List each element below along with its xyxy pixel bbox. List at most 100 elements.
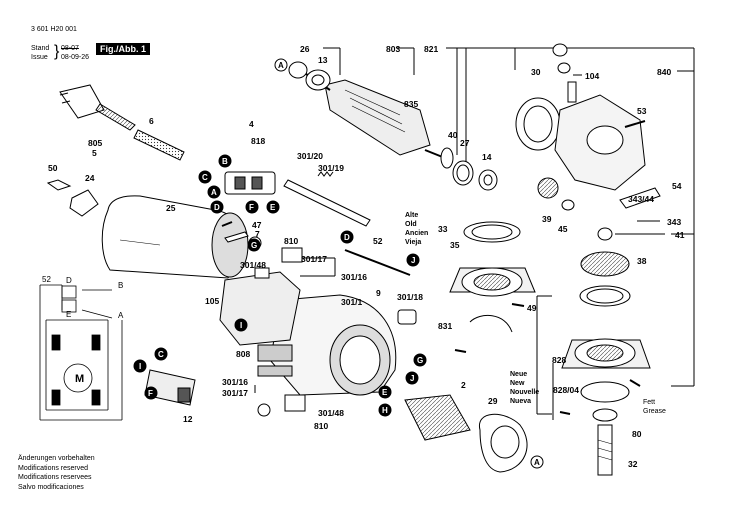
marker-j-2: J bbox=[405, 371, 419, 385]
grease-label: Grease bbox=[643, 408, 666, 415]
fett-label: Fett bbox=[643, 399, 655, 406]
svg-text:A: A bbox=[534, 458, 540, 467]
part-number: 6 bbox=[149, 116, 154, 126]
part-number: 828 bbox=[552, 355, 566, 365]
marker-a-bottom: A bbox=[530, 455, 544, 469]
marker-i: I bbox=[234, 318, 248, 332]
part-number: 5 bbox=[92, 148, 97, 158]
part-number: 32 bbox=[628, 459, 638, 469]
part-number: 104 bbox=[585, 71, 599, 81]
legend-new-line: Nouvelle bbox=[510, 389, 539, 396]
part-number: 301/18 bbox=[397, 292, 423, 302]
part-number: 301/17 bbox=[222, 388, 248, 398]
figure-label: Fig./Abb. 1 bbox=[96, 43, 150, 55]
part-number: 9 bbox=[376, 288, 381, 298]
marker-a-top: A bbox=[274, 58, 288, 72]
part-number: 301/16 bbox=[341, 272, 367, 282]
part-number: 50 bbox=[48, 163, 58, 173]
part-number: 808 bbox=[236, 349, 250, 359]
part-number: 35 bbox=[450, 240, 460, 250]
part-number: 301/17 bbox=[301, 254, 327, 264]
marker-f: F bbox=[245, 200, 259, 214]
part-number: 53 bbox=[637, 106, 647, 116]
svg-text:E: E bbox=[270, 203, 276, 212]
svg-text:G: G bbox=[417, 356, 423, 365]
svg-text:J: J bbox=[411, 256, 415, 265]
part-number: 13 bbox=[318, 55, 328, 65]
part-number: 39 bbox=[542, 214, 552, 224]
part-number: 12 bbox=[183, 414, 193, 424]
part-number: 33 bbox=[438, 224, 448, 234]
part-number: 343 bbox=[667, 217, 681, 227]
part-number: 25 bbox=[166, 203, 176, 213]
issue-date: 08-09-26 bbox=[61, 54, 90, 61]
part-number: 47 bbox=[252, 220, 262, 230]
footer-line: Salvo modificaciones bbox=[18, 483, 84, 491]
part-number: 301/48 bbox=[240, 260, 266, 270]
part-number: 7 bbox=[255, 229, 260, 239]
svg-text:A: A bbox=[211, 188, 217, 197]
part-number: 301/1 bbox=[341, 297, 363, 307]
svg-text:I: I bbox=[139, 362, 141, 371]
marker-c-2: C bbox=[154, 347, 168, 361]
schematic-terminal: E bbox=[66, 310, 71, 319]
part-number: 810 bbox=[314, 421, 328, 431]
legend-old-line: Alte bbox=[405, 212, 418, 219]
part-number: 821 bbox=[424, 44, 438, 54]
marker-c: C bbox=[198, 170, 212, 184]
svg-text:F: F bbox=[148, 389, 153, 398]
part-number: 343/44 bbox=[628, 194, 654, 204]
marker-a: A bbox=[207, 185, 221, 199]
marker-i-2: I bbox=[133, 359, 147, 373]
part-number: 24 bbox=[85, 173, 95, 183]
part-number: 49 bbox=[527, 303, 537, 313]
part-number: 40 bbox=[448, 130, 458, 140]
legend-old-line: Old bbox=[405, 221, 417, 228]
schematic-terminal: A bbox=[118, 311, 124, 320]
part-number: 301/19 bbox=[318, 163, 344, 173]
svg-text:H: H bbox=[382, 406, 388, 415]
svg-text:J: J bbox=[410, 374, 414, 383]
svg-text:B: B bbox=[222, 157, 228, 166]
marker-h: H bbox=[378, 403, 392, 417]
part-number: 26 bbox=[300, 44, 310, 54]
schematic-terminal: B bbox=[118, 281, 123, 290]
marker-j: J bbox=[406, 253, 420, 267]
marker-f-2: F bbox=[144, 386, 158, 400]
part-number: 52 bbox=[373, 236, 383, 246]
schematic-terminal: D bbox=[66, 276, 72, 285]
footer-line: Modifications reserved bbox=[18, 464, 89, 472]
svg-text:E: E bbox=[382, 388, 388, 397]
part-number: 30 bbox=[531, 67, 541, 77]
part-number: 29 bbox=[488, 396, 498, 406]
legend-new-line: New bbox=[510, 380, 525, 387]
stand-date: 08-07 bbox=[61, 45, 79, 52]
brace-icon: } bbox=[54, 43, 60, 60]
svg-text:D: D bbox=[214, 203, 220, 212]
part-number: 301/48 bbox=[318, 408, 344, 418]
svg-text:A: A bbox=[278, 61, 284, 70]
marker-b: B bbox=[218, 154, 232, 168]
svg-text:F: F bbox=[249, 203, 254, 212]
marker-e: E bbox=[266, 200, 280, 214]
part-number: 828/04 bbox=[553, 385, 579, 395]
issue-label: Issue bbox=[31, 54, 48, 61]
part-number: 818 bbox=[251, 136, 265, 146]
doc-number: 3 601 H20 001 bbox=[31, 26, 77, 33]
footer-line: Modifications reservees bbox=[18, 474, 92, 482]
marker-d: D bbox=[210, 200, 224, 214]
part-number: 80 bbox=[632, 429, 642, 439]
legend-new-line: Neue bbox=[510, 371, 527, 378]
marker-d-2: D bbox=[340, 230, 354, 244]
schematic-terminal: 52 bbox=[42, 275, 51, 284]
part-number: 14 bbox=[482, 152, 492, 162]
part-number: 301/20 bbox=[297, 151, 323, 161]
svg-text:C: C bbox=[202, 173, 208, 182]
part-number: 45 bbox=[558, 224, 568, 234]
part-number: 835 bbox=[404, 99, 418, 109]
part-number: 4 bbox=[249, 119, 254, 129]
svg-text:C: C bbox=[158, 350, 164, 359]
part-number: 301/16 bbox=[222, 377, 248, 387]
part-number: 27 bbox=[460, 138, 470, 148]
part-number: 805 bbox=[88, 138, 102, 148]
